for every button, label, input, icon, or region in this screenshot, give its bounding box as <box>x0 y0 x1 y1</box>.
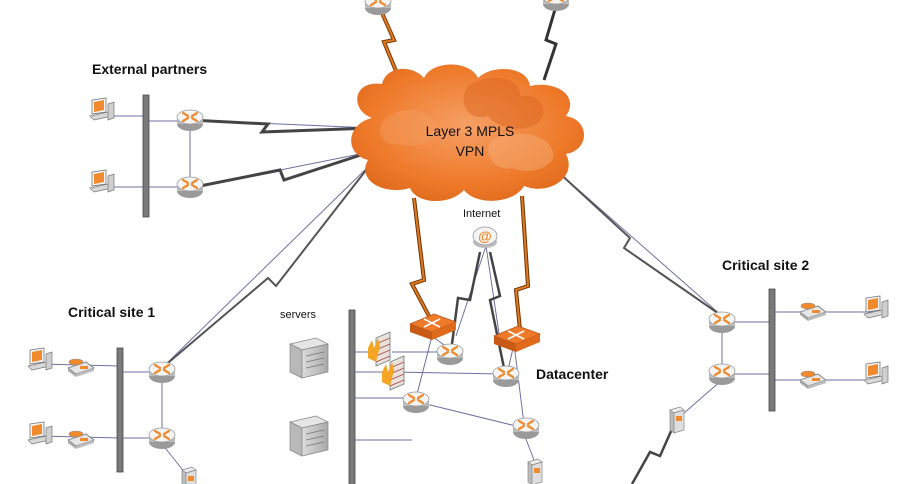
cloud-label-line1: Layer 3 MPLS <box>426 123 515 139</box>
ip-phone-icon[interactable] <box>67 430 95 450</box>
wan-lightning-links <box>161 3 723 484</box>
router-icon[interactable] <box>707 362 737 387</box>
router-icon[interactable] <box>491 364 521 389</box>
server-icon[interactable] <box>289 337 329 379</box>
router-icon[interactable] <box>175 175 205 200</box>
router-icon[interactable] <box>435 342 465 367</box>
servers-label: servers <box>280 309 317 321</box>
internet-label: Internet <box>463 208 500 220</box>
datacenter-label: Datacenter <box>536 366 609 382</box>
device-icon[interactable] <box>669 406 685 434</box>
switch-icon[interactable] <box>409 313 457 341</box>
critical-site-2-bus <box>768 288 776 412</box>
router-icon[interactable] <box>401 390 431 415</box>
workstation-icon[interactable] <box>863 361 889 385</box>
workstation-icon[interactable] <box>89 97 115 121</box>
external-partners-label: External partners <box>92 61 207 77</box>
router-icon[interactable] <box>707 310 737 335</box>
ip-phone-icon[interactable] <box>799 302 827 322</box>
router-icon[interactable] <box>175 108 205 133</box>
critical-site-1-label: Critical site 1 <box>68 304 155 320</box>
workstation-icon[interactable] <box>89 169 115 193</box>
device-icon[interactable] <box>181 466 197 484</box>
critical-site-1-bus <box>116 347 124 473</box>
datacenter-bus <box>348 309 356 484</box>
cloud-label-line2: VPN <box>456 143 485 159</box>
router-icon[interactable] <box>147 360 177 385</box>
critical-site-2-label: Critical site 2 <box>722 257 809 273</box>
router-icon[interactable] <box>541 0 571 13</box>
lan-buses <box>116 94 776 484</box>
server-icon[interactable] <box>289 415 329 457</box>
internet-icon[interactable]: @ <box>472 226 498 248</box>
workstation-icon[interactable] <box>863 295 889 319</box>
device-icon[interactable] <box>527 458 543 484</box>
workstation-icon[interactable] <box>27 421 53 445</box>
router-icon[interactable] <box>147 426 177 451</box>
ip-phone-icon[interactable] <box>799 370 827 390</box>
mpls-vpn-cloud: Layer 3 MPLS VPN <box>351 64 584 202</box>
workstation-icon[interactable] <box>27 347 53 371</box>
router-icon[interactable] <box>363 0 393 17</box>
router-icon[interactable] <box>511 416 541 441</box>
ip-phone-icon[interactable] <box>67 358 95 378</box>
svg-text:@: @ <box>478 228 492 244</box>
external-partners-bus <box>142 94 150 218</box>
firewall-icon[interactable] <box>367 331 391 367</box>
